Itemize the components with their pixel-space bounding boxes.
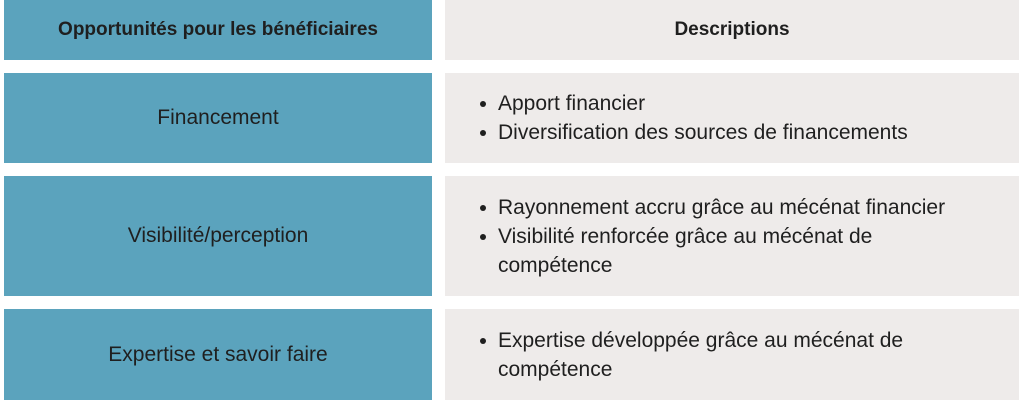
bullet-item: Rayonnement accru grâce au mécénat finan… — [475, 193, 989, 222]
header-label-descriptions: Descriptions — [674, 19, 790, 40]
row-title-cell: Visibilité/perception — [4, 176, 432, 296]
row-title: Visibilité/perception — [127, 224, 309, 247]
row-title-cell: Expertise et savoir faire — [4, 309, 432, 400]
bullet-item: Diversification des sources de financeme… — [475, 118, 908, 147]
bullet-list: Apport financier Diversification des sou… — [475, 89, 908, 147]
row-title: Financement — [157, 106, 279, 129]
bullet-item: Apport financier — [475, 89, 908, 118]
header-label-opportunities: Opportunités pour les bénéficiaires — [58, 19, 378, 40]
row-description-cell: Apport financier Diversification des sou… — [445, 73, 1019, 163]
row-title-cell: Financement — [4, 73, 432, 163]
bullet-list: Expertise développée grâce au mécénat de… — [475, 326, 989, 384]
row-description-cell: Rayonnement accru grâce au mécénat finan… — [445, 176, 1019, 296]
header-cell-opportunities: Opportunités pour les bénéficiaires — [4, 0, 432, 60]
bullet-item: Visibilité renforcée grâce au mécénat de… — [475, 222, 989, 280]
bullet-item: Expertise développée grâce au mécénat de… — [475, 326, 989, 384]
row-description-cell: Expertise développée grâce au mécénat de… — [445, 309, 1019, 400]
bullet-list: Rayonnement accru grâce au mécénat finan… — [475, 193, 989, 280]
header-cell-descriptions: Descriptions — [445, 0, 1019, 60]
row-title: Expertise et savoir faire — [108, 342, 328, 366]
